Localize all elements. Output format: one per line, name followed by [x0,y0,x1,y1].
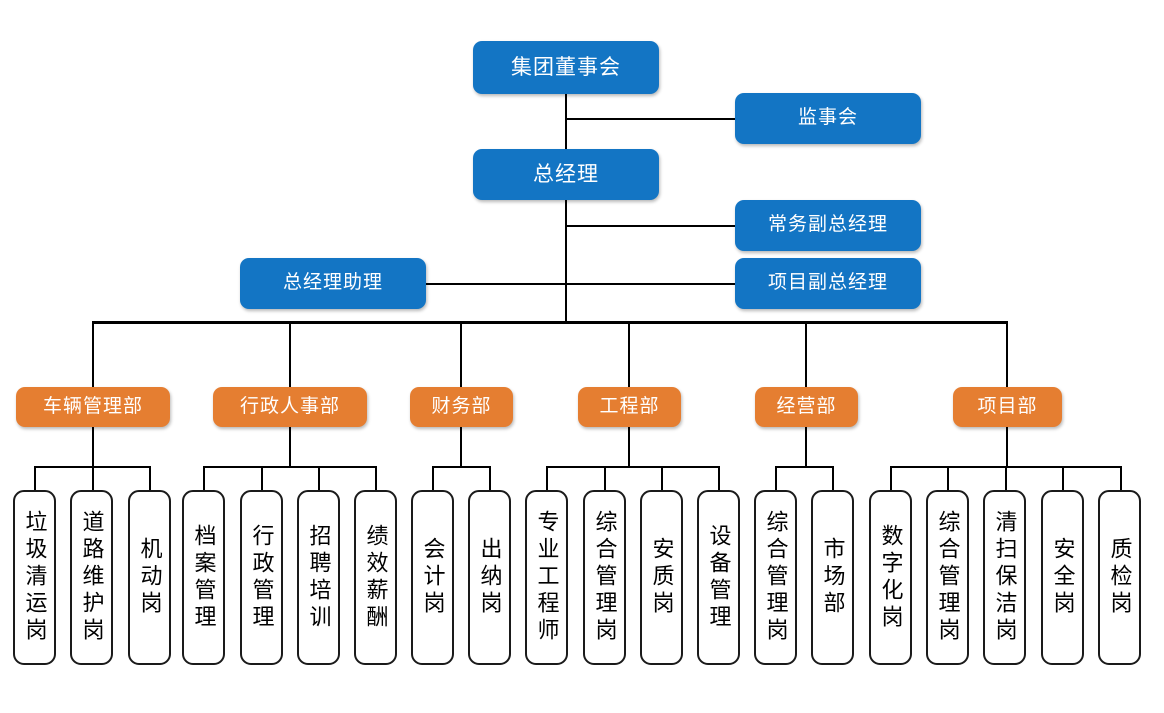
leaf-post-box[interactable]: 招聘培训 [297,490,340,665]
node-department-project[interactable]: 项目部 [953,387,1062,427]
leaf-post-box[interactable]: 出纳岗 [468,490,511,665]
connector-dept-2-stem [289,426,291,467]
connector-dept-4-drop-4 [718,466,720,491]
leaf-post-box[interactable]: 综合管理岗 [583,490,626,665]
leaf-post-label: 综合管理岗 [592,510,618,645]
leaf-post-label: 行政管理 [249,523,275,632]
connector-dept-6-drop-4 [1062,466,1064,491]
leaf-post-box[interactable]: 质检岗 [1098,490,1141,665]
leaf-post-label: 市场部 [820,537,846,618]
leaf-post-label: 安质岗 [649,537,675,618]
leaf-post-box[interactable]: 安质岗 [640,490,683,665]
leaf-post-box[interactable]: 安全岗 [1041,490,1084,665]
leaf-post-label: 综合管理岗 [935,510,961,645]
leaf-post-box[interactable]: 绩效薪酬 [354,490,397,665]
connector-dept-6-drop-2 [947,466,949,491]
node-general-manager[interactable]: 总经理 [473,149,659,200]
node-department-admin-hr[interactable]: 行政人事部 [213,387,367,427]
connector-dept-4-stem [628,426,630,467]
connector-dept-5-stem [805,426,807,467]
leaf-post-label: 综合管理岗 [763,510,789,645]
connector-dept-3-bus [432,466,491,468]
connector-gm-to-project-vice [565,283,735,285]
connector-dept-4-bus [546,466,720,468]
connector-dept-3-drop-2 [489,466,491,491]
leaf-post-box[interactable]: 专业工程师 [525,490,568,665]
connector-board-to-supervisory [565,118,735,120]
connector-dept-5-drop-2 [832,466,834,491]
connector-board-to-gm [565,93,567,151]
connector-dept-1-drop-3 [149,466,151,491]
connector-bus-to-dept-2 [289,321,291,387]
leaf-post-box[interactable]: 机动岗 [128,490,171,665]
connector-dept-2-drop-3 [318,466,320,491]
connector-dept-4-drop-2 [604,466,606,491]
leaf-post-label: 会计岗 [420,537,446,618]
node-department-vehicle-management[interactable]: 车辆管理部 [16,387,170,427]
leaf-post-box[interactable]: 档案管理 [182,490,225,665]
leaf-post-box[interactable]: 市场部 [811,490,854,665]
connector-department-bus [93,321,1008,324]
node-supervisory-board[interactable]: 监事会 [735,93,921,144]
connector-dept-6-drop-3 [1005,466,1007,491]
connector-bus-to-dept-3 [460,321,462,387]
leaf-post-box[interactable]: 垃圾清运岗 [13,490,56,665]
connector-dept-3-drop-1 [432,466,434,491]
connector-dept-6-stem [1006,426,1008,467]
connector-gm-to-exec-vice [565,225,735,227]
connector-dept-3-stem [460,426,462,467]
connector-dept-2-bus [203,466,377,468]
node-board[interactable]: 集团董事会 [473,41,659,94]
connector-dept-2-drop-1 [203,466,205,491]
connector-dept-1-drop-2 [92,466,94,491]
connector-dept-1-stem [92,426,94,467]
leaf-post-label: 绩效薪酬 [363,523,389,632]
leaf-post-label: 设备管理 [706,523,732,632]
connector-dept-6-drop-1 [890,466,892,491]
leaf-post-box[interactable]: 行政管理 [240,490,283,665]
leaf-post-box[interactable]: 设备管理 [697,490,740,665]
leaf-post-label: 出纳岗 [477,537,503,618]
connector-dept-5-drop-1 [775,466,777,491]
leaf-post-box[interactable]: 综合管理岗 [926,490,969,665]
leaf-post-label: 专业工程师 [534,510,560,645]
leaf-post-label: 道路维护岗 [79,510,105,645]
node-department-finance[interactable]: 财务部 [410,387,513,427]
node-department-engineering[interactable]: 工程部 [578,387,681,427]
leaf-post-box[interactable]: 道路维护岗 [70,490,113,665]
node-project-vice-gm[interactable]: 项目副总经理 [735,258,921,309]
node-gm-assistant[interactable]: 总经理助理 [240,258,426,309]
leaf-post-label: 质检岗 [1107,537,1133,618]
leaf-post-box[interactable]: 数字化岗 [869,490,912,665]
leaf-post-label: 机动岗 [137,537,163,618]
leaf-post-label: 安全岗 [1050,537,1076,618]
leaf-post-label: 档案管理 [191,523,217,632]
connector-dept-1-drop-1 [34,466,36,491]
leaf-post-label: 清扫保洁岗 [992,510,1018,645]
connector-dept-2-drop-4 [375,466,377,491]
leaf-post-box[interactable]: 综合管理岗 [754,490,797,665]
connector-dept-6-drop-5 [1120,466,1122,491]
connector-bus-to-dept-5 [805,321,807,387]
connector-bus-to-dept-6 [1006,321,1008,387]
connector-dept-5-bus [775,466,834,468]
connector-gm-trunk [565,199,567,323]
node-department-business[interactable]: 经营部 [755,387,858,427]
connector-dept-4-drop-3 [661,466,663,491]
connector-dept-4-drop-1 [546,466,548,491]
leaf-post-label: 招聘培训 [306,523,332,632]
connector-bus-to-dept-4 [628,321,630,387]
connector-gm-to-assistant [425,283,566,285]
connector-dept-2-drop-2 [261,466,263,491]
leaf-post-label: 垃圾清运岗 [22,510,48,645]
leaf-post-box[interactable]: 会计岗 [411,490,454,665]
connector-bus-to-dept-1 [92,321,94,387]
node-executive-vice-gm[interactable]: 常务副总经理 [735,200,921,251]
leaf-post-label: 数字化岗 [878,523,904,632]
leaf-post-box[interactable]: 清扫保洁岗 [983,490,1026,665]
